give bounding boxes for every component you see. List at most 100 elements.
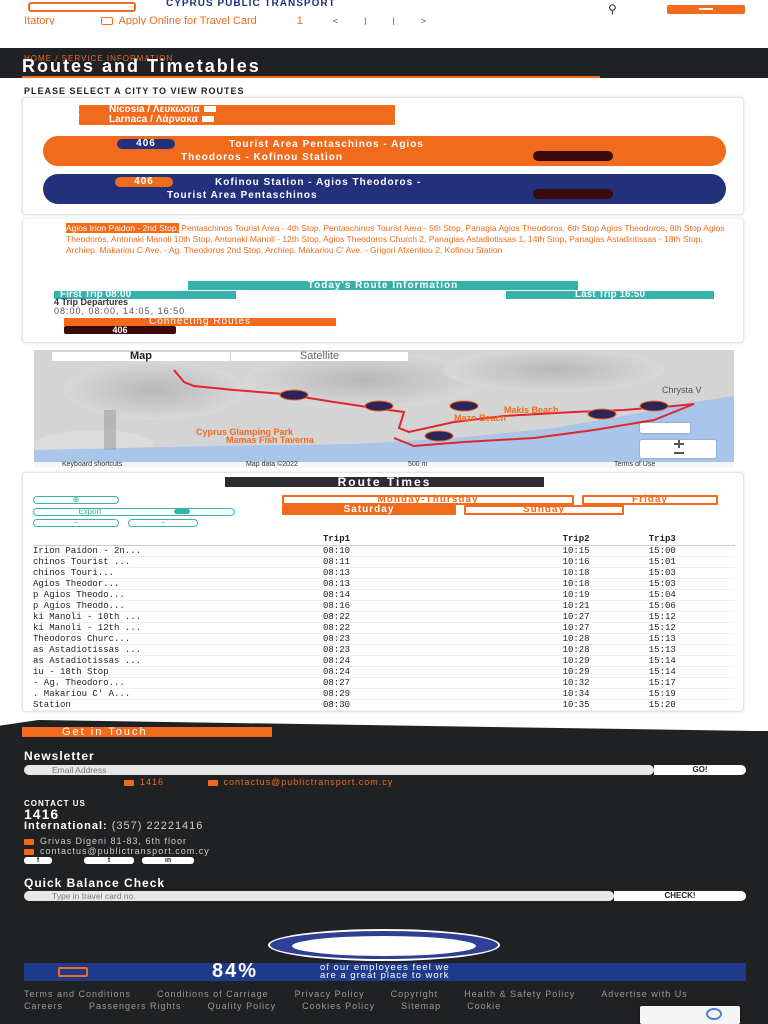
nav-arrows[interactable]: <||> (332, 16, 453, 25)
footer-link[interactable]: Passengers Rights (89, 1001, 182, 1011)
trip-time-cell: 08:29 (253, 688, 563, 700)
zoom-out-icon[interactable] (674, 452, 684, 454)
route-pill-406-outbound[interactable]: 406 Tourist Area Pentaschinos - Agios Th… (43, 136, 726, 166)
search-icon[interactable]: ⚲ (608, 2, 617, 16)
top-nav: Itatory Apply Online for Travel Card 1 <… (24, 16, 744, 25)
nav-apply-link[interactable]: Apply Online for Travel Card (118, 16, 257, 25)
day-button-saturday[interactable]: Saturday (282, 505, 456, 515)
connecting-route-badge[interactable]: 406 (64, 326, 176, 335)
footer-phone-small[interactable]: 1416 (140, 777, 165, 787)
footer-link[interactable]: Terms and Conditions (24, 989, 132, 999)
breadcrumb[interactable]: HOME / SERVICE INFORMATION (24, 54, 174, 63)
footer-link[interactable]: Health & Safety Policy (464, 989, 576, 999)
footer-link[interactable]: Sitemap (401, 1001, 442, 1011)
footer-link[interactable]: Copyright (390, 989, 439, 999)
map-label: Mazo Beach (454, 413, 507, 423)
zoom-control[interactable] (640, 440, 716, 458)
nav-item-itatory[interactable]: Itatory (24, 16, 55, 25)
route-line-1: Tourist Area Pentaschinos - Agios (229, 139, 424, 150)
route-line (173, 369, 695, 448)
trip-time-cell: 10:29 (562, 655, 649, 667)
route-times-title: Route Times (225, 476, 544, 488)
map-label: Mamas Fish Taverna (226, 435, 314, 445)
city-button-larnaca[interactable]: Larnaca / Λάρνακα (79, 115, 395, 125)
newsletter-email-input[interactable]: Email Address (24, 765, 654, 775)
stop-name-cell: ki Manoli - 12th ... (33, 622, 253, 634)
footer-link[interactable]: Cookie (467, 1001, 502, 1011)
print-button[interactable]: ⊕ (33, 496, 119, 504)
route-map[interactable]: Map Satellite Cyprus Glamping Park Mamas… (34, 350, 734, 468)
banner-percentage: 84% (212, 960, 259, 982)
city-label: Nicosia / Λευκωσία (109, 104, 200, 115)
day-button-monday-thursday[interactable]: Monday-Thursday (282, 495, 574, 505)
trip-time-cell: 15:20 (648, 699, 735, 711)
trip-time-cell: 10:16 (562, 556, 649, 568)
newsletter-go-button[interactable]: GO! (654, 765, 746, 775)
contact-phone[interactable]: 1416 (24, 806, 60, 822)
recaptcha-badge[interactable] (640, 1006, 740, 1024)
contact-us-heading: CONTACT US (24, 799, 86, 808)
site-logo[interactable] (28, 2, 136, 12)
twitter-icon[interactable]: t (84, 857, 134, 864)
bus-stop-markers (279, 389, 669, 442)
great-place-banner[interactable]: 84% of our employees feel we are a great… (24, 960, 746, 982)
map-data-credit: Map data ©2022 (246, 461, 298, 468)
stop-name-cell: . Makariou C' A... (33, 688, 253, 700)
trip-time-cell: 08:11 (253, 556, 563, 568)
footer-link[interactable]: Careers (24, 1001, 64, 1011)
stop-name-cell: p Agios Theodo... (33, 600, 253, 612)
footer-link[interactable]: Privacy Policy (294, 989, 365, 999)
trip-time-cell: 10:15 (562, 545, 649, 557)
banner-line-1: of our employees feel we (320, 962, 450, 973)
day-button-sunday[interactable]: Sunday (464, 505, 624, 515)
tab-satellite[interactable]: Satellite (230, 351, 408, 362)
get-in-touch-button[interactable]: Get in Touch (22, 727, 272, 738)
select-city-heading: PLEASE SELECT A CITY TO VIEW ROUTES (24, 86, 245, 96)
trip-time-cell: 15:04 (648, 589, 735, 601)
pegman-control[interactable] (640, 423, 690, 433)
footer-quick-contact: 1416 contactus@publictransport.com.cy (124, 777, 393, 787)
phone-icon (124, 779, 134, 786)
trip-time-cell: 08:30 (253, 699, 563, 711)
trip-time-cell: 15:06 (648, 600, 735, 612)
footer-email-small[interactable]: contactus@publictransport.com.cy (223, 777, 394, 787)
prev-page-button[interactable]: − (33, 519, 119, 527)
email-text[interactable]: contactus@publictransport.com.cy (40, 846, 210, 856)
tab-map[interactable]: Map (130, 350, 152, 362)
tuv-nord-seal (268, 929, 500, 961)
linkedin-icon[interactable]: in (142, 857, 194, 864)
logo-text: CYPRUS PUBLIC TRANSPORT (166, 0, 336, 9)
export-toggle[interactable] (173, 509, 190, 515)
stops-text: Pentaschinos Tourist Area - 4th Stop, Pe… (66, 223, 725, 255)
city-button-nicosia[interactable]: Nicosia / Λευκωσία (79, 105, 395, 115)
address-line: Grivas Digeni 81-83, 6th floor (24, 836, 187, 846)
international-number[interactable]: (357) 22221416 (111, 820, 204, 832)
facebook-icon[interactable]: f (24, 857, 52, 864)
site-header: CYPRUS PUBLIC TRANSPORT ⚲ Itatory Apply … (0, 0, 768, 30)
connecting-routes-label: Connecting Routes (64, 317, 336, 327)
page-title: Routes and Timetables (22, 56, 261, 76)
map-type-tabs: Map Satellite (52, 350, 408, 362)
footer-link[interactable]: Quality Policy (207, 1001, 277, 1011)
route-pill-406-inbound[interactable]: 406 Kofinou Station - Agios Theodoros - … (43, 174, 726, 204)
timetable-header-row: Trip1 Trip2 Trip3 (33, 533, 735, 546)
trip-time-cell: 10:18 (562, 567, 649, 579)
map-keyboard-shortcuts[interactable]: Keyboard shortcuts (62, 461, 123, 468)
next-page-button[interactable]: − (128, 519, 198, 527)
route-number: 406 (117, 139, 175, 149)
hamburger-icon[interactable] (667, 5, 745, 14)
export-button[interactable]: Export (33, 508, 235, 516)
zoom-in-icon[interactable] (678, 440, 680, 448)
day-button-friday[interactable]: Friday (582, 495, 718, 505)
export-label: Export (78, 507, 102, 516)
trip-time-cell: 10:35 (562, 699, 649, 711)
travel-card-input[interactable]: Type in travel card no. (24, 891, 614, 901)
international-label: International: (24, 820, 108, 832)
check-balance-button[interactable]: CHECK! (614, 891, 746, 901)
footer-link[interactable]: Conditions of Carriage (157, 989, 269, 999)
footer-link[interactable]: Advertise with Us (601, 989, 688, 999)
map-terms[interactable]: Terms of Use (614, 461, 656, 468)
footer-link[interactable]: Cookies Policy (302, 1001, 376, 1011)
